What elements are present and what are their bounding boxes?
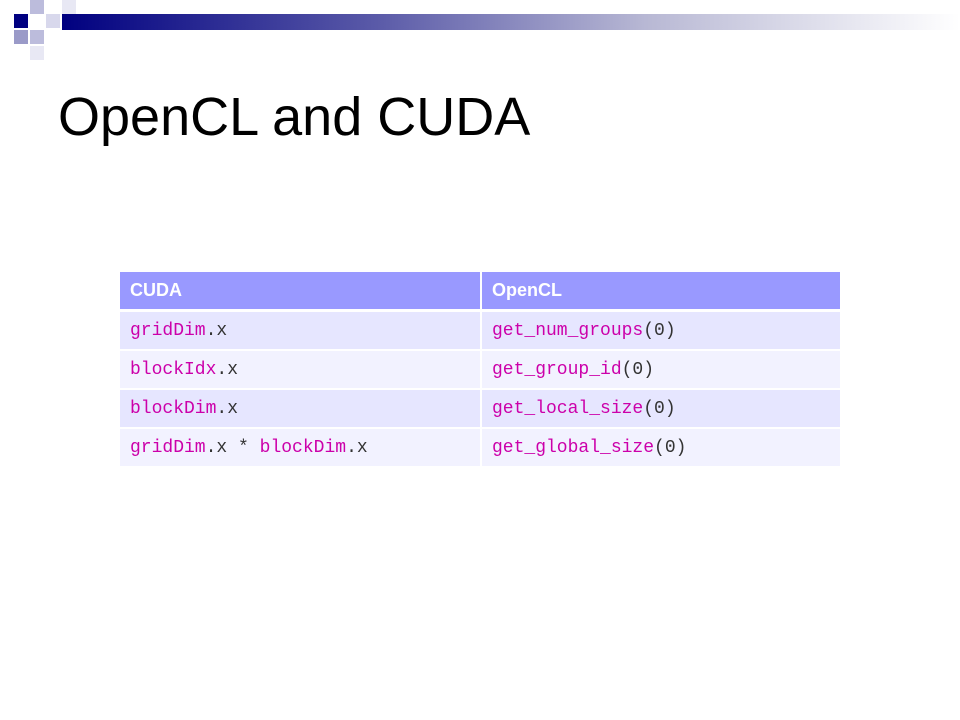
code-token: get_global_size: [492, 437, 655, 458]
code-token: gridDim: [130, 437, 206, 458]
cuda-cell: gridDim.x: [120, 312, 482, 351]
slide-title: OpenCL and CUDA: [58, 87, 531, 147]
column-header-cuda: CUDA: [120, 272, 482, 312]
opencl-cell: get_num_groups(0): [482, 312, 840, 351]
cuda-cell: gridDim.x * blockDim.x: [120, 429, 482, 468]
code-token: (0): [643, 398, 676, 419]
cuda-cell: blockDim.x: [120, 390, 482, 429]
code-token: .x: [216, 359, 239, 380]
code-token: .x: [205, 320, 228, 341]
code-token: .x: [346, 437, 368, 458]
code-token: blockIdx: [130, 359, 217, 380]
opencl-cell: get_local_size(0): [482, 390, 840, 429]
decor-square: [14, 14, 28, 28]
code-token: .x *: [205, 437, 260, 458]
code-token: (0): [643, 320, 676, 341]
header-gradient-bar: [62, 14, 960, 30]
decor-square: [30, 0, 44, 14]
table-header-row: CUDA OpenCL: [120, 272, 840, 312]
code-token: get_local_size: [492, 398, 644, 419]
code-token: blockDim: [130, 398, 217, 419]
opencl-cell: get_global_size(0): [482, 429, 840, 468]
code-token: blockDim: [259, 437, 347, 458]
decor-square: [14, 30, 28, 44]
decor-square: [46, 14, 60, 28]
code-token: (0): [621, 359, 655, 380]
code-token: (0): [654, 437, 687, 458]
decor-square: [30, 46, 44, 60]
code-token: get_group_id: [492, 359, 622, 380]
code-token: gridDim: [130, 320, 206, 341]
decor-square: [62, 0, 76, 14]
code-token: .x: [216, 398, 239, 419]
column-header-opencl: OpenCL: [482, 272, 840, 312]
opencl-cell: get_group_id(0): [482, 351, 840, 390]
code-token: get_num_groups: [492, 320, 644, 341]
cuda-cell: blockIdx.x: [120, 351, 482, 390]
decor-square: [30, 30, 44, 44]
